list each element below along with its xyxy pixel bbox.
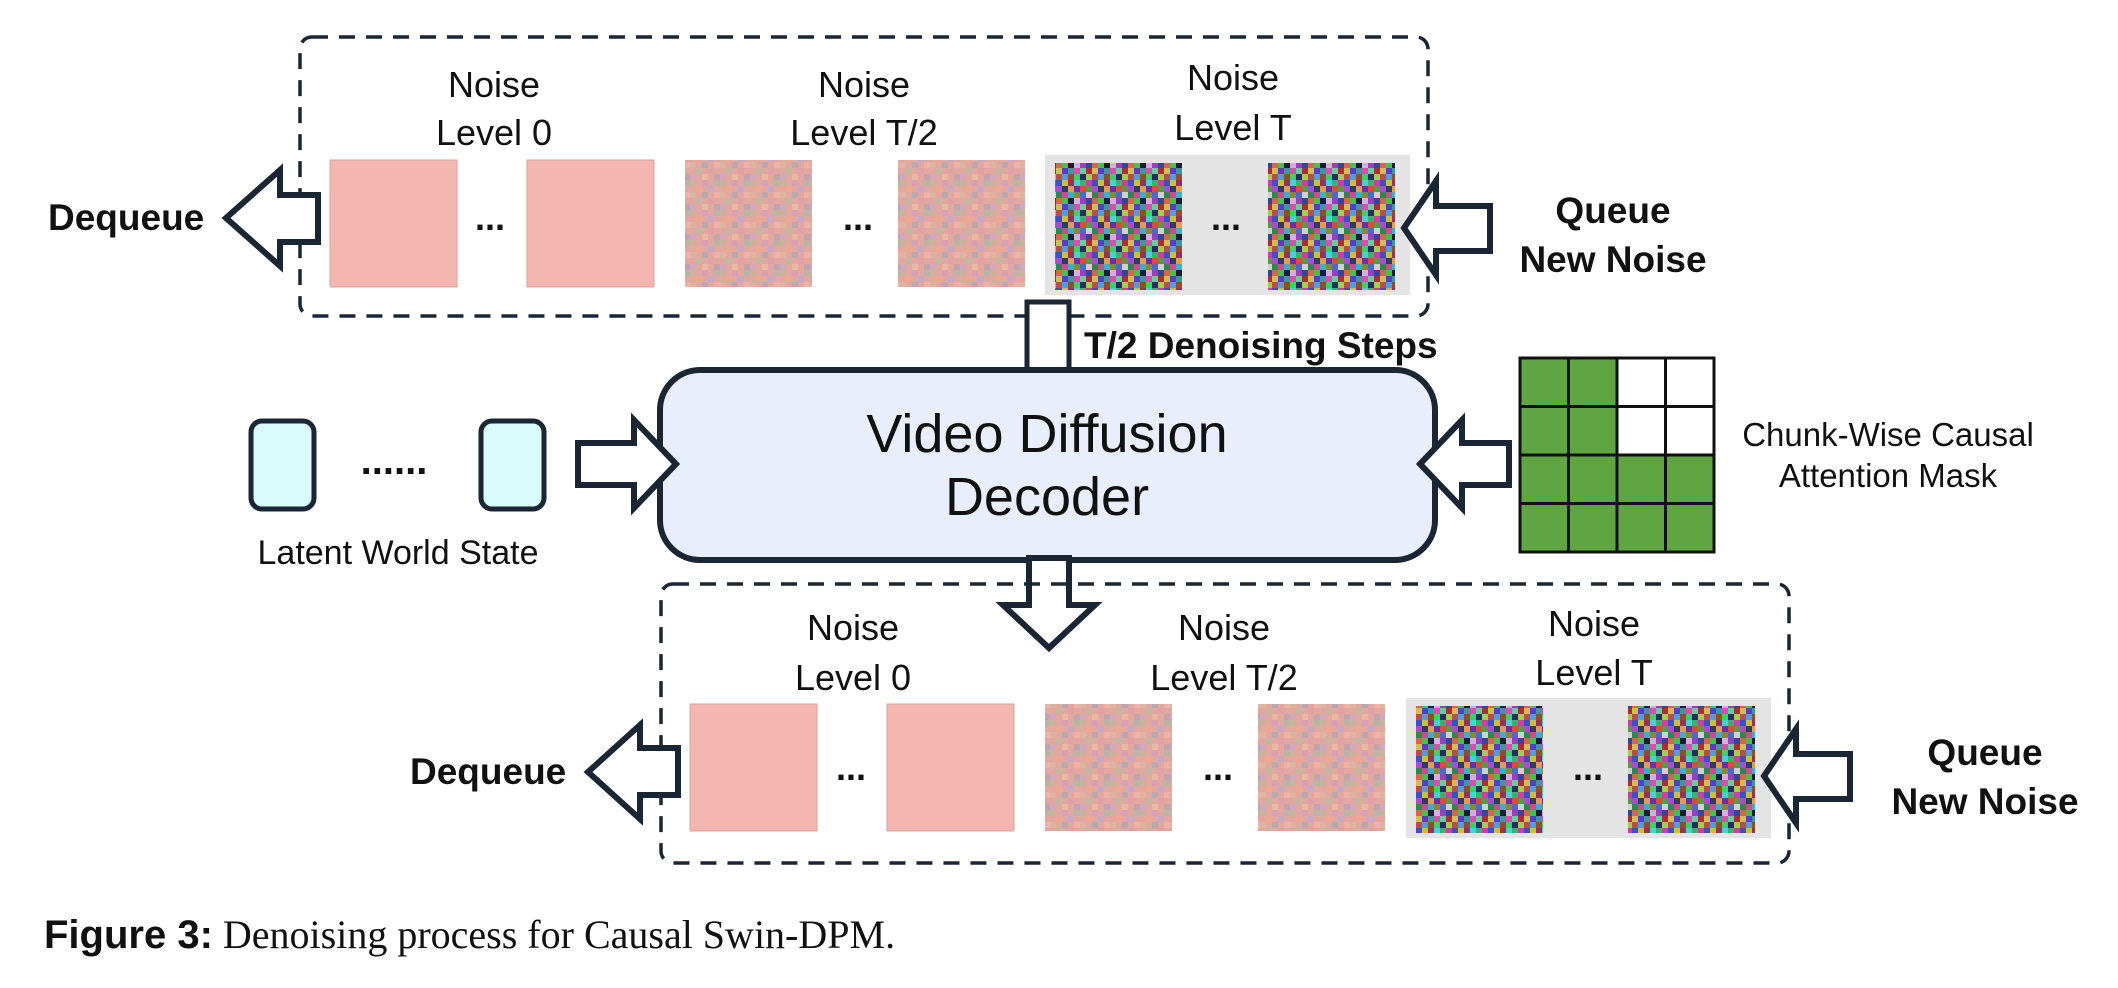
top-clean-frame — [526, 159, 655, 288]
top-high-noise-frame — [1055, 163, 1182, 290]
mask-label-line1: Chunk-Wise Causal — [1742, 416, 2034, 453]
top-clean-frame — [329, 159, 458, 288]
mask-cell-attend — [1664, 453, 1716, 505]
mask-cell-masked — [1664, 356, 1716, 408]
top-group1-line1: Noise — [818, 64, 910, 105]
mask-cell-attend — [1615, 502, 1667, 554]
figure-caption: Figure 3:Denoising process for Causal Sw… — [44, 911, 895, 958]
decoder-line2: Decoder — [945, 467, 1149, 527]
bottom-queue-label-line1: Queue — [1927, 732, 2042, 773]
mask-cell-attend — [1615, 453, 1667, 505]
bottom-clean-frame — [886, 703, 1015, 832]
decoder-line1: Video Diffusion — [866, 404, 1227, 464]
denoise-connector — [1024, 299, 1072, 375]
top-mid-noise-frame — [685, 160, 812, 287]
mask-cell-attend — [1518, 356, 1570, 408]
bottom-high-noise-frame — [1416, 706, 1543, 833]
bottom-dequeue-arrow — [583, 718, 681, 826]
bottom-group1-line2: Level T/2 — [1150, 657, 1297, 698]
latent-token — [248, 418, 317, 512]
top-queue-label-line1: Queue — [1555, 190, 1670, 231]
top-high-noise-frame — [1268, 163, 1395, 290]
caption-label: Figure 3: — [44, 913, 213, 957]
latent-input-arrow — [575, 412, 681, 516]
bottom-queue-border — [659, 582, 1791, 865]
latent-dots: ...... — [361, 439, 428, 483]
latent-label: Latent World State — [258, 534, 539, 572]
latent-token — [478, 418, 547, 512]
caption-text: Denoising process for Causal Swin-DPM. — [222, 912, 896, 957]
bottom-group1-line1: Noise — [1178, 607, 1270, 648]
top-ellipsis-1: ... — [843, 197, 873, 238]
bottom-clean-frame — [689, 703, 818, 832]
mask-cell-attend — [1664, 502, 1716, 554]
bottom-ellipsis-1: ... — [1203, 747, 1233, 788]
mask-cell-attend — [1518, 502, 1570, 554]
mask-cell-attend — [1567, 453, 1619, 505]
top-mid-noise-frame — [898, 160, 1025, 287]
bottom-queue-arrow — [1760, 719, 1853, 833]
mask-cell-masked — [1615, 356, 1667, 408]
bottom-high-noise-frame — [1628, 706, 1755, 833]
top-queue-arrow — [1400, 171, 1493, 285]
bottom-group0-line2: Level 0 — [795, 657, 911, 698]
bottom-group2-line1: Noise — [1548, 603, 1640, 644]
mask-cell-attend — [1567, 356, 1619, 408]
mask-label-line2: Attention Mask — [1779, 457, 1998, 494]
bottom-group2-line2: Level T — [1535, 652, 1652, 693]
bottom-mid-noise-frame — [1258, 704, 1385, 831]
latent-world-state: ...... Latent World State — [248, 418, 547, 572]
top-queue-border — [298, 35, 1430, 318]
top-group0-line2: Level 0 — [436, 112, 552, 153]
denoise-steps-label: T/2 Denoising Steps — [1084, 325, 1438, 366]
mask-cell-attend — [1567, 405, 1619, 457]
top-group2-line2: Level T — [1174, 107, 1291, 148]
decoder-output-arrow — [995, 555, 1103, 653]
bottom-group0-line1: Noise — [807, 607, 899, 648]
top-queue-label-line2: New Noise — [1519, 239, 1706, 280]
mask-cell-attend — [1518, 405, 1570, 457]
top-dequeue-label: Dequeue — [48, 197, 204, 238]
bottom-dequeue-label: Dequeue — [410, 751, 566, 792]
mask-cell-masked — [1664, 405, 1716, 457]
bottom-ellipsis-0: ... — [836, 747, 866, 788]
mask-cell-attend — [1518, 453, 1570, 505]
top-ellipsis-0: ... — [475, 197, 505, 238]
bottom-mid-noise-frame — [1045, 704, 1172, 831]
top-group1-line2: Level T/2 — [790, 112, 937, 153]
diagram-canvas: Noise Level 0 Noise Level T/2 Noise Leve… — [48, 35, 2079, 865]
bottom-queue-label-line2: New Noise — [1891, 781, 2078, 822]
decoder-box — [657, 367, 1438, 563]
top-group2-line1: Noise — [1187, 57, 1279, 98]
top-group0-line1: Noise — [448, 64, 540, 105]
top-dequeue-arrow — [221, 163, 321, 273]
mask-cell-masked — [1615, 405, 1667, 457]
attention-mask — [1518, 356, 1716, 554]
bottom-ellipsis-2: ... — [1573, 747, 1603, 788]
top-ellipsis-2: ... — [1211, 197, 1241, 238]
top-queue: Noise Level 0 Noise Level T/2 Noise Leve… — [48, 35, 1707, 318]
mask-cell-attend — [1567, 502, 1619, 554]
mask-input-arrow — [1415, 412, 1512, 516]
bottom-queue: Noise Level 0 Noise Level T/2 Noise Leve… — [410, 582, 2079, 865]
